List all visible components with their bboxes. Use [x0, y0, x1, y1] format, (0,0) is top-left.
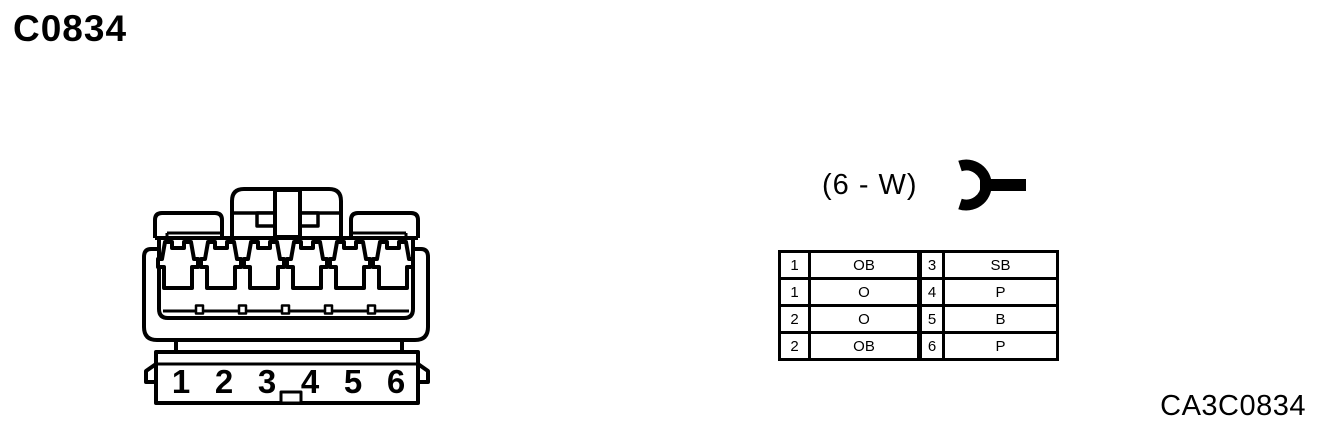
pin-number-cell: 6: [917, 331, 945, 361]
connector-label-row: (6 - W): [822, 158, 1026, 212]
pin-numbers: 1 2 3 4 5 6: [172, 363, 405, 400]
wire-color-cell: B: [942, 304, 1059, 334]
connector-type-label: (6 - W): [822, 169, 918, 201]
terminal-5: [328, 240, 372, 290]
pin-number-cell: 2: [778, 304, 811, 334]
terminal-2: [199, 240, 243, 290]
pin-color-table: 1 OB 3 SB 1 O 4 P 2 O 5 B 2 OB 6 P: [778, 250, 1059, 361]
pin-number-4: 4: [301, 363, 320, 400]
terminals: [156, 240, 415, 290]
terminal-3: [242, 240, 286, 290]
pin-number-1: 1: [172, 363, 190, 400]
figure-code: CA3C0834: [1160, 390, 1306, 422]
connector-diagram: 1 2 3 4 5 6: [138, 180, 438, 412]
connector-housing-drawing: 1 2 3 4 5 6: [142, 187, 430, 405]
pin-number-cell: 5: [917, 304, 945, 334]
wire-color-cell: SB: [942, 250, 1059, 280]
terminal-6: [371, 240, 415, 290]
wire-color-cell: P: [942, 331, 1059, 361]
terminal-cavity: [157, 238, 415, 320]
male-connector-icon: [957, 159, 1026, 211]
pin-strip-key-notch: [279, 390, 303, 405]
lock-tab: [273, 188, 302, 239]
pin-number-5: 5: [344, 363, 362, 400]
pin-strip-tab-left: [144, 362, 158, 384]
housing-flange: [142, 247, 430, 342]
pin-number-3: 3: [258, 363, 276, 400]
pin-number-2: 2: [215, 363, 233, 400]
table-row: 1 OB 3 SB: [778, 250, 1059, 280]
wire-color-cell: O: [808, 277, 921, 307]
pin-number-cell: 2: [778, 331, 811, 361]
ear-right: [349, 211, 420, 238]
wire-color-cell: OB: [808, 331, 921, 361]
latch-notch-left: [255, 211, 277, 228]
pin-number-cell: 1: [778, 250, 811, 280]
table-row: 2 O 5 B: [778, 304, 1059, 334]
table-row: 1 O 4 P: [778, 277, 1059, 307]
page-title: C0834: [13, 8, 128, 49]
ear-right-inner: [351, 231, 408, 238]
pin-strip-tab-right: [416, 362, 430, 384]
table-row: 2 OB 6 P: [778, 331, 1059, 361]
pin-number-cell: 4: [917, 277, 945, 307]
wire-color-cell: OB: [808, 250, 921, 280]
cavity-floor-keys: [194, 304, 377, 315]
ear-left-inner: [165, 231, 222, 238]
wire-color-cell: O: [808, 304, 921, 334]
latch-notch-right: [298, 211, 320, 228]
wire-color-cell: P: [942, 277, 1059, 307]
ear-left: [153, 211, 224, 238]
pin-number-cell: 1: [778, 277, 811, 307]
terminal-4: [285, 240, 329, 290]
connector-housing: [142, 187, 430, 405]
pin-number-cell: 3: [917, 250, 945, 280]
pin-number-6: 6: [387, 363, 405, 400]
terminal-1: [156, 240, 200, 290]
